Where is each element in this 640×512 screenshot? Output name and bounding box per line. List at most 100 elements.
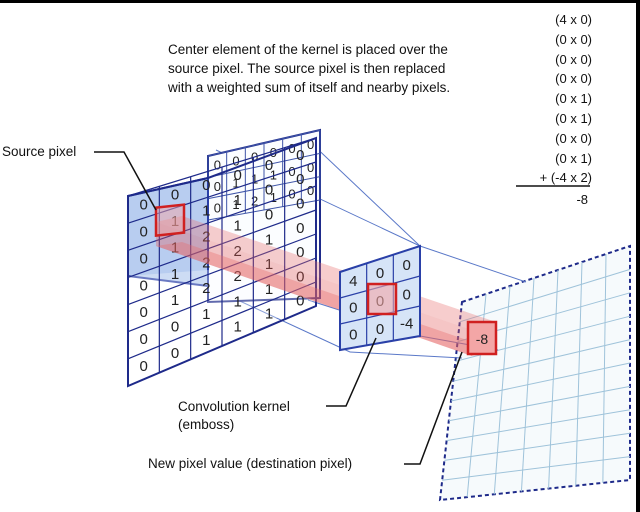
kernel-cell: 0 (349, 300, 357, 317)
caption-line-1: Center element of the kernel is placed o… (168, 42, 448, 57)
equation: (4 x 0) (0 x 0) (0 x 0) (0 x 0) (0 x 1) (0 x … (520, 10, 592, 210)
source-grid-cell: 0 (139, 197, 147, 214)
kernel-cell: 0 (402, 286, 410, 303)
screenshot-top-border (0, 0, 640, 3)
destination-grid (438, 244, 631, 502)
source-pixel-label: Source pixel (2, 144, 77, 159)
equation-term: (0 x 1) (520, 89, 592, 109)
equation-term-text: (0 x 0) (555, 31, 592, 47)
caption-line-2: source pixel. The source pixel is then r… (168, 61, 446, 76)
equation-plus-sign: + (539, 170, 551, 186)
back-grid-cell: 0 (288, 141, 295, 156)
source-grid-cell: 0 (296, 195, 304, 212)
back-grid-cell: 1 (251, 171, 258, 186)
source-grid-cell: 1 (265, 256, 273, 273)
back-grid-cell: 1 (270, 190, 277, 205)
source-grid-cell: 0 (296, 147, 304, 164)
convolution-kernel: 40000000-4 (339, 244, 421, 352)
source-grid-cell: 1 (233, 293, 241, 310)
equation-term: (0 x 1) (520, 149, 592, 169)
source-grid-cell: 0 (139, 331, 147, 348)
equation-term: (0 x 0) (520, 30, 592, 50)
back-grid-cell: 0 (270, 145, 277, 160)
source-grid-cell: 1 (265, 306, 273, 323)
kernel-cell: -4 (400, 316, 413, 333)
equation-result: -8 (576, 192, 588, 208)
callout-lines (94, 151, 463, 465)
source-grid-cell: 1 (233, 319, 241, 336)
source-grid-cell: 0 (139, 358, 147, 375)
source-grid-cell: 0 (139, 277, 147, 294)
source-grid-cell: 0 (296, 171, 304, 188)
back-grid-cell: 0 (232, 153, 239, 168)
source-grid-cell: 1 (202, 306, 210, 323)
source-grid-cell: 2 (233, 243, 241, 260)
back-grid-cell: 0 (307, 183, 314, 198)
kernel-cell: 0 (402, 257, 410, 274)
equation-term: (0 x 0) (520, 129, 592, 149)
source-grid-cell: 0 (233, 167, 241, 184)
kernel-label: Convolution kernel (emboss) (178, 398, 290, 434)
destination-label: New pixel value (destination pixel) (148, 456, 353, 471)
equation-term-text: (4 x 0) (555, 12, 592, 27)
back-grid-cell: 0 (214, 158, 221, 173)
source-grid-cell: 1 (265, 231, 273, 248)
equation-terms: (4 x 0) (0 x 0) (0 x 0) (0 x 0) (0 x 1) (0 x … (520, 10, 592, 188)
source-grid-cell: 0 (296, 244, 304, 261)
source-grid: 0000000111000121000122100122100011100011… (127, 136, 317, 388)
kernel-cell: 0 (376, 265, 384, 282)
source-grid-back: 000000011100012100 (207, 128, 321, 304)
source-grid-cell: 0 (296, 293, 304, 310)
back-grid-cell: 1 (232, 197, 239, 212)
source-grid-cell: 0 (139, 250, 147, 267)
source-grid-cell: 1 (233, 192, 241, 209)
source-grid-cell: 0 (265, 182, 273, 199)
source-grid-cell: 0 (296, 220, 304, 237)
equation-term: (4 x 0) (520, 10, 592, 30)
equation-term-text: (0 x 0) (555, 130, 592, 146)
kernel-label-line-1: Convolution kernel (178, 399, 290, 414)
source-grid-cell: 1 (202, 332, 210, 349)
source-grid-cell: 0 (265, 157, 273, 174)
equation-term: (0 x 0) (520, 69, 592, 89)
source-grid-cell: 1 (171, 266, 179, 283)
source-grid-cell: 1 (202, 203, 210, 220)
back-grid-cell: 0 (307, 160, 314, 175)
kernel-cell: 0 (349, 326, 357, 343)
equation-term-text: (0 x 0) (555, 71, 592, 87)
source-grid-cell: 1 (171, 292, 179, 309)
source-grid-cell: 0 (265, 206, 273, 223)
source-grid-cell: 2 (233, 268, 241, 285)
equation-term-text: (0 x 1) (555, 110, 592, 126)
equation-term-text: (0 x 1) (555, 91, 592, 107)
back-grid-cell: 1 (270, 168, 277, 183)
equation-term: (0 x 1) (520, 109, 592, 129)
source-grid-cell: 1 (265, 281, 273, 298)
kernel-label-line-2: (emboss) (178, 417, 235, 432)
source-grid-cell: 2 (202, 254, 210, 271)
source-pixel-highlight (154, 203, 186, 237)
source-grid-cell: 0 (202, 177, 210, 194)
caption-line-3: with a weighted sum of itself and nearby… (168, 80, 451, 95)
equation-term-text: (0 x 1) (555, 150, 592, 166)
source-grid-cell: 1 (171, 239, 179, 256)
screenshot-right-border (636, 0, 640, 512)
equation-term-text: (0 x 0) (555, 51, 592, 67)
source-grid-cell: 0 (171, 187, 179, 204)
equation-term-text: (-4 x 2) (550, 170, 592, 186)
back-grid-cell: 2 (251, 194, 258, 209)
back-grid-cell: 0 (307, 137, 314, 152)
destination-pixel: -8 (466, 320, 498, 356)
source-grid-cell: 0 (139, 223, 147, 240)
kernel-cell: 4 (349, 273, 357, 290)
back-grid-cell: 0 (214, 179, 221, 194)
equation-term: (0 x 0) (520, 50, 592, 70)
source-grid-cell: 0 (139, 304, 147, 321)
equation-term: + (-4 x 2) (520, 168, 592, 188)
back-grid-cell: 0 (288, 164, 295, 179)
back-grid-cell: 0 (214, 201, 221, 216)
source-grid-cell: 2 (202, 280, 210, 297)
source-grid-cell: 1 (233, 217, 241, 234)
